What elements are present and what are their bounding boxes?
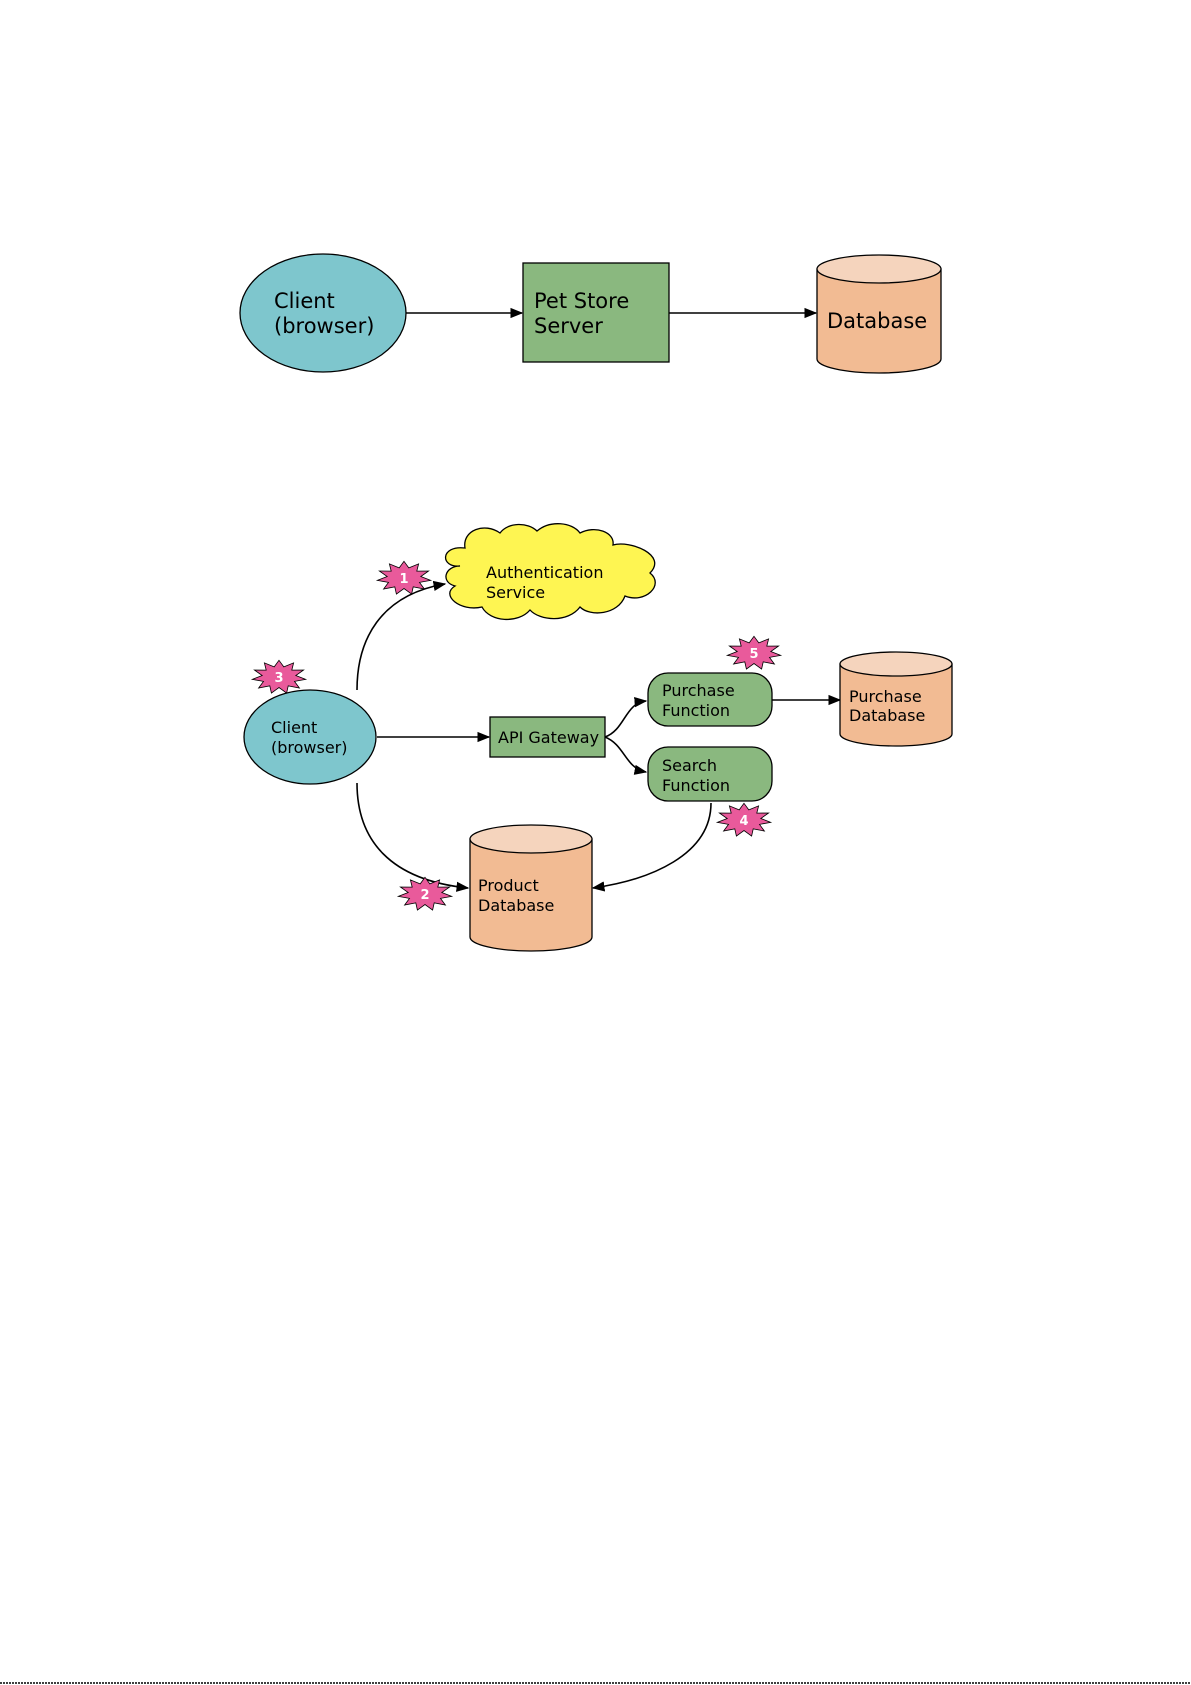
purchase-database-node: Purchase Database — [840, 652, 952, 746]
search-function-line1: Search — [662, 756, 717, 775]
product-db-line2: Database — [478, 896, 554, 915]
client-label-line1: Client — [274, 289, 335, 313]
auth-label-line1: Authentication — [486, 563, 603, 582]
search-function-line2: Function — [662, 776, 730, 795]
api-gateway-node: API Gateway — [490, 717, 605, 757]
auth-label-line2: Service — [486, 583, 545, 602]
client-node-2: Client (browser) — [244, 690, 376, 784]
step-badge-2: 2 — [398, 877, 451, 910]
database-label: Database — [827, 309, 927, 333]
edge-client-to-auth — [357, 584, 445, 690]
edge-gateway-to-purchase — [605, 701, 646, 737]
client2-label-line2: (browser) — [271, 738, 348, 757]
authentication-service-node: Authentication Service — [446, 524, 656, 620]
product-database-node: Product Database — [470, 825, 592, 951]
badge-1-label: 1 — [399, 572, 408, 587]
client-label-line2: (browser) — [274, 314, 374, 338]
step-badge-4: 4 — [717, 803, 770, 836]
badge-3-label: 3 — [274, 671, 283, 686]
edge-gateway-to-search — [605, 737, 646, 772]
search-function-node: Search Function — [648, 747, 772, 801]
product-db-line1: Product — [478, 876, 539, 895]
edge-client-to-product-db — [357, 783, 468, 888]
badge-4-label: 4 — [739, 814, 748, 829]
gateway-label: API Gateway — [498, 728, 599, 747]
badge-2-label: 2 — [420, 888, 429, 903]
server-label-line2: Server — [534, 314, 603, 338]
edge-search-to-product-db — [593, 803, 711, 888]
purchase-db-line2: Database — [849, 706, 925, 725]
client2-label-line1: Client — [271, 718, 317, 737]
step-badge-5: 5 — [727, 636, 780, 669]
diagram-monolith: Client (browser) Pet Store Server Databa… — [240, 254, 941, 373]
purchase-function-node: Purchase Function — [648, 673, 772, 726]
purchase-function-line2: Function — [662, 701, 730, 720]
badge-5-label: 5 — [749, 647, 758, 662]
purchase-db-line1: Purchase — [849, 687, 922, 706]
pet-store-server-node: Pet Store Server — [523, 263, 669, 362]
client-node: Client (browser) — [240, 254, 406, 372]
step-badge-3: 3 — [252, 660, 305, 693]
purchase-function-line1: Purchase — [662, 681, 735, 700]
server-label-line1: Pet Store — [534, 289, 629, 313]
database-node: Database — [817, 255, 941, 373]
diagram-serverless: Authentication Service Client (browser) … — [244, 524, 952, 951]
